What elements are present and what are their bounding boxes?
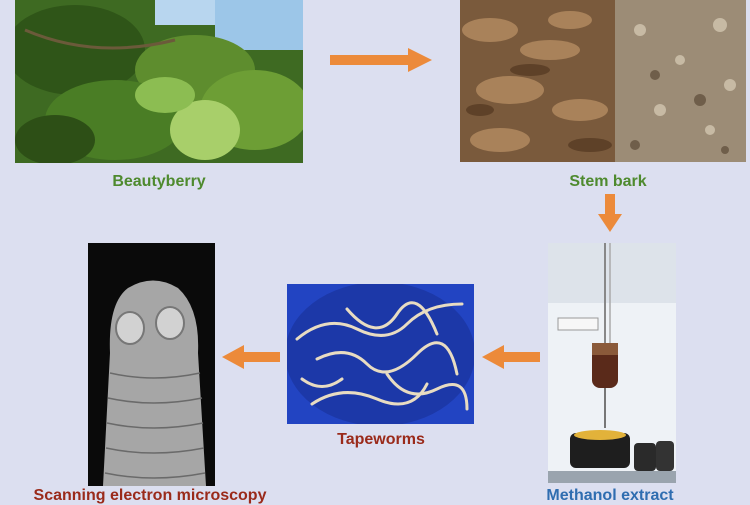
beautyberry-label: Beautyberry bbox=[112, 173, 206, 190]
sem-photo bbox=[88, 243, 215, 486]
methanol-extract-label: Methanol extract bbox=[546, 487, 674, 504]
beautyberry-photo bbox=[15, 0, 303, 163]
stem-bark-photo bbox=[460, 0, 746, 162]
tapeworms-photo bbox=[287, 284, 474, 424]
arrow-right-icon bbox=[330, 48, 432, 72]
stem-bark-label: Stem bark bbox=[569, 173, 647, 190]
methanol-extract-photo bbox=[548, 243, 676, 483]
tapeworms-label: Tapeworms bbox=[337, 431, 425, 448]
sem-label: Scanning electron microscopy bbox=[33, 487, 267, 504]
arrow-left-icon bbox=[482, 345, 540, 369]
arrow-down-icon bbox=[598, 194, 622, 232]
arrow-left-icon bbox=[222, 345, 280, 369]
